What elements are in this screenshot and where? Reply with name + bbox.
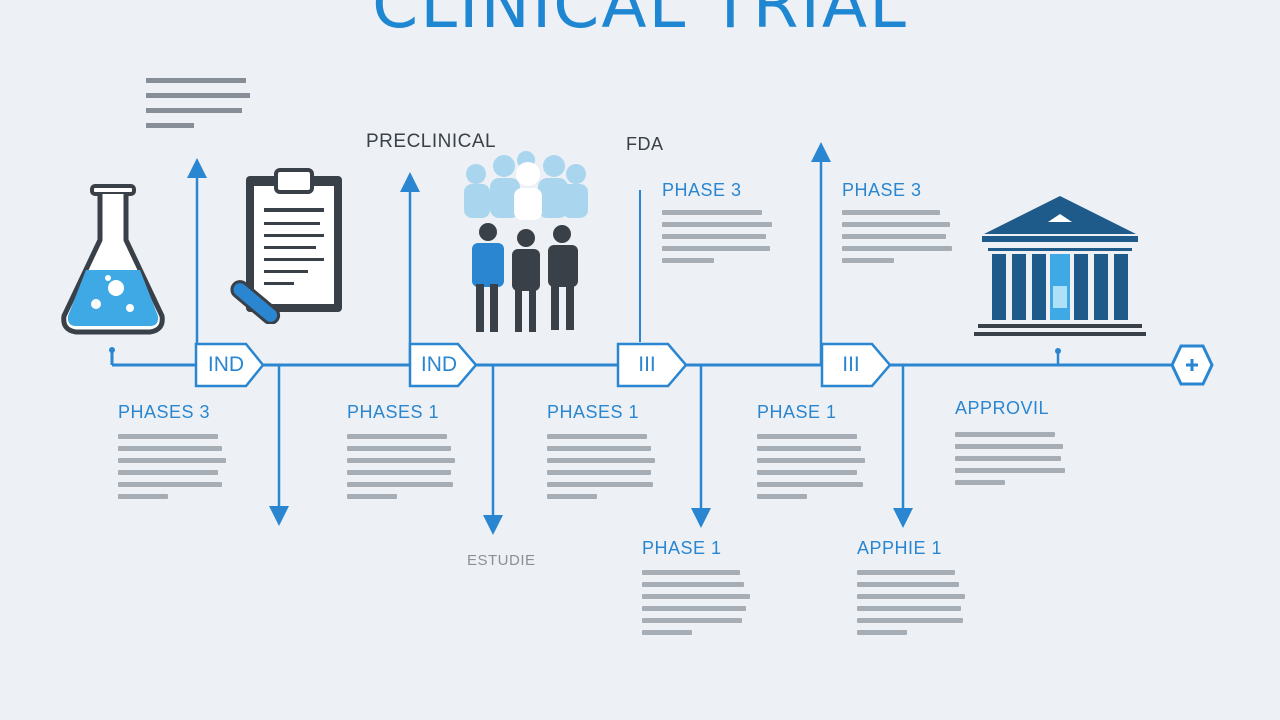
lower-phase-copy-3 [547, 434, 659, 499]
node-3 [616, 342, 688, 388]
lower-phase-label-4: PHASE 1 [757, 402, 837, 422]
node-4 [820, 342, 892, 388]
preclinical-label: PRECLINICAL [366, 131, 497, 152]
node-1 [194, 342, 265, 388]
bottom-phase-label-1: PHASE 1 [642, 538, 722, 558]
node-2 [408, 342, 478, 388]
flask-icon [61, 184, 165, 335]
lower-phase-label-2: PHASES 1 [347, 402, 440, 422]
lower-phase-label-3: PHASES 1 [547, 402, 640, 422]
estudie-label: ESTUDIE [467, 552, 536, 569]
courthouse-icon [974, 196, 1146, 336]
bottom-phase-copy-2 [857, 570, 969, 635]
lower-phase-copy-5 [955, 432, 1067, 485]
node-label-2: IND [420, 353, 458, 376]
node-label-3: III [638, 353, 656, 376]
node-label-1: IND [207, 353, 245, 376]
fda-label: FDA [626, 134, 664, 154]
upper-phase-label-2: PHASE 3 [842, 180, 922, 200]
bottom-phase-copy-1 [642, 570, 754, 635]
lower-phase-copy-2 [347, 434, 459, 499]
lower-phase-copy-4 [757, 434, 869, 499]
upper-phase-copy-1 [662, 210, 774, 263]
page-title: CLINICAL TRIAL [372, 0, 908, 43]
intro-note [146, 78, 254, 128]
end-cap-icon [1170, 344, 1214, 386]
upper-phase-copy-2 [842, 210, 954, 263]
lower-phase-label-1: PHASES 3 [118, 402, 211, 422]
lower-phase-label-5: APPROVIL [955, 398, 1050, 418]
node-label-4: III [842, 353, 860, 376]
bottom-phase-label-2: APPHIE 1 [857, 538, 943, 558]
upper-phase-label-1: PHASE 3 [662, 180, 742, 200]
clipboard-icon [230, 168, 342, 324]
people-icon [464, 151, 588, 332]
lower-phase-copy-1 [118, 434, 230, 499]
